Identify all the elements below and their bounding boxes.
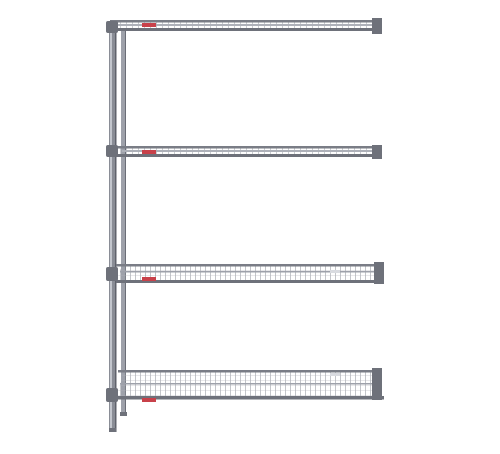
rear-left-post	[121, 28, 126, 416]
shelf-3	[106, 262, 384, 284]
brand-badge-icon	[142, 398, 156, 402]
shelf-2	[106, 145, 382, 159]
brand-badge-icon	[142, 23, 156, 27]
left-post	[109, 22, 117, 432]
post-feet	[109, 412, 127, 432]
brand-badge-icon	[142, 150, 156, 154]
brand-badge-icon	[142, 277, 156, 281]
shelf-4	[106, 368, 384, 402]
shelf-1	[106, 18, 382, 34]
